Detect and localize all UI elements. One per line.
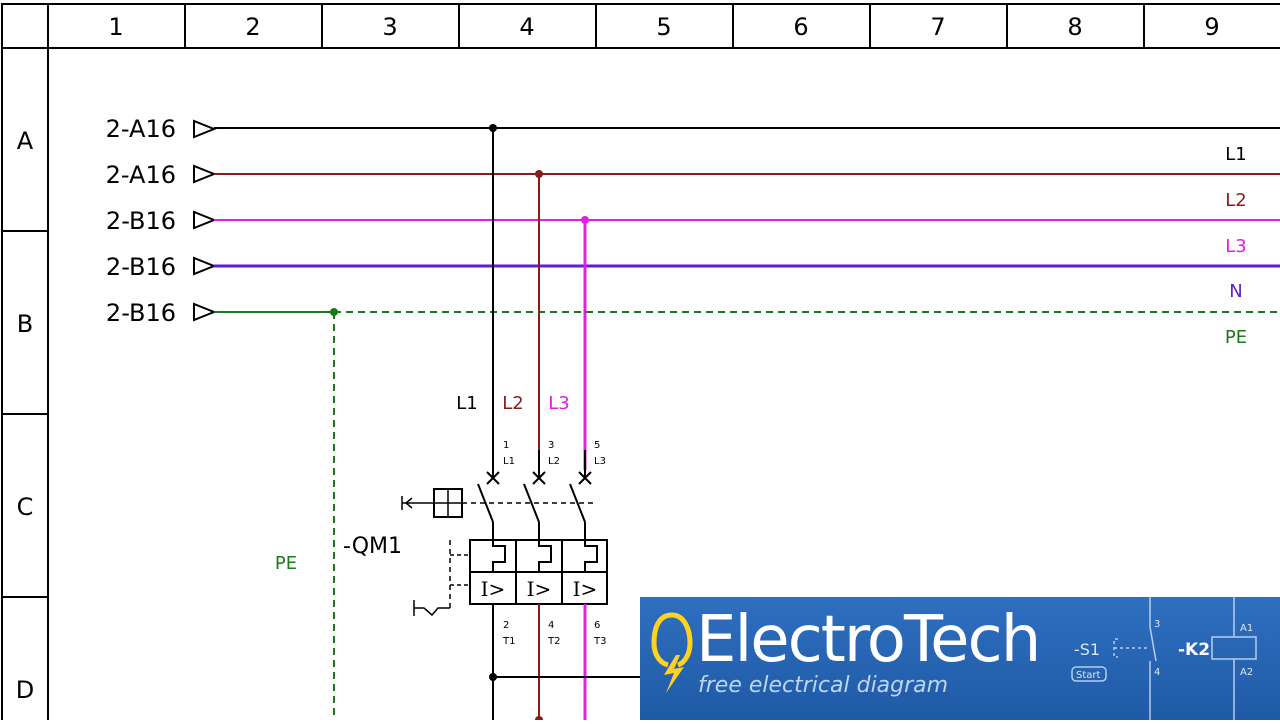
actuator-icon	[401, 496, 434, 510]
xref-l2[interactable]: 2-A16	[106, 161, 176, 189]
thermal-element-1-icon	[492, 540, 506, 572]
terminal-5-number: 5	[594, 440, 600, 451]
xref-l1[interactable]: 2-A16	[106, 115, 176, 143]
bus-label-pe: PE	[1225, 327, 1247, 348]
thermal-element-2-icon	[538, 540, 552, 572]
column-header-6: 6	[793, 13, 808, 41]
row-header-c: C	[17, 493, 34, 521]
bus-label-l3: L3	[1225, 236, 1246, 257]
bolt-logo-icon	[651, 612, 693, 693]
mini-term3-label: 3	[1154, 619, 1160, 630]
junction-t2	[535, 716, 543, 724]
breaker-tag[interactable]: -QM1	[343, 534, 402, 559]
arrow-l1-icon	[193, 119, 217, 139]
xref-pe[interactable]: 2-B16	[106, 299, 176, 327]
bus-label-l1: L1	[1225, 144, 1246, 165]
column-header-3: 3	[382, 13, 397, 41]
phase-label-l3: L3	[548, 393, 569, 414]
phase-label-l1: L1	[456, 393, 477, 414]
arrow-l3-icon	[193, 210, 217, 230]
xref-n[interactable]: 2-B16	[106, 253, 176, 281]
terminal-6-label: T3	[593, 636, 606, 647]
terminal-1-label: L1	[503, 456, 515, 467]
column-header-4: 4	[519, 13, 534, 41]
pe-wire-label: PE	[275, 553, 297, 574]
row-header-b: B	[17, 310, 33, 338]
trip-linkage-icon	[413, 600, 450, 617]
mini-k2-label: -K2	[1178, 640, 1210, 660]
column-header-5: 5	[656, 13, 671, 41]
junction-l3	[581, 216, 589, 224]
mini-a2-label: A2	[1240, 667, 1253, 678]
trip-symbol-1: I>	[481, 577, 506, 601]
mini-term4-label: 4	[1154, 667, 1160, 678]
junction-pe	[330, 308, 338, 316]
column-header-2: 2	[245, 13, 260, 41]
terminal-4-number: 4	[548, 620, 554, 631]
xref-l3[interactable]: 2-B16	[106, 207, 176, 235]
trip-symbol-3: I>	[573, 577, 598, 601]
arrow-l2-icon	[193, 164, 217, 184]
terminal-3-label: L2	[548, 456, 560, 467]
column-header-8: 8	[1067, 13, 1082, 41]
bus-label-n: N	[1229, 281, 1242, 302]
arrow-n-icon	[193, 256, 217, 276]
mini-a1-label: A1	[1240, 623, 1253, 634]
arrow-pe-icon	[193, 302, 217, 322]
mini-start-label: Start	[1076, 670, 1101, 681]
junction-t1	[489, 673, 497, 681]
junction-l1	[489, 124, 497, 132]
terminal-5-label: L3	[594, 456, 606, 467]
terminal-1-number: 1	[503, 440, 509, 451]
brand-name: ElectroTech	[696, 603, 1041, 677]
junction-l2	[535, 170, 543, 178]
terminal-3-number: 3	[548, 440, 554, 451]
trip-symbol-2: I>	[527, 577, 552, 601]
bus-label-l2: L2	[1225, 190, 1246, 211]
row-header-d: D	[16, 676, 34, 704]
brand-tagline: free electrical diagram	[698, 673, 949, 698]
terminal-2-label: T1	[502, 636, 515, 647]
terminal-2-number: 2	[503, 620, 509, 631]
breaker-qm1[interactable]	[401, 450, 608, 617]
terminal-6-number: 6	[594, 620, 600, 631]
phase-label-l2: L2	[502, 393, 523, 414]
column-header-9: 9	[1204, 13, 1219, 41]
thermal-element-3-icon	[584, 540, 598, 572]
mini-circuit-graphic: -S1 Start -K2 A1 A2 3 4	[1071, 597, 1257, 720]
column-header-7: 7	[930, 13, 945, 41]
column-header-1: 1	[108, 13, 123, 41]
row-header-a: A	[17, 127, 34, 155]
sheet-frame	[1, 3, 1280, 724]
terminal-4-label: T2	[547, 636, 560, 647]
brand-banner[interactable]: ElectroTech free electrical diagram -S1 …	[640, 597, 1280, 720]
mini-s1-label: -S1	[1074, 640, 1100, 659]
